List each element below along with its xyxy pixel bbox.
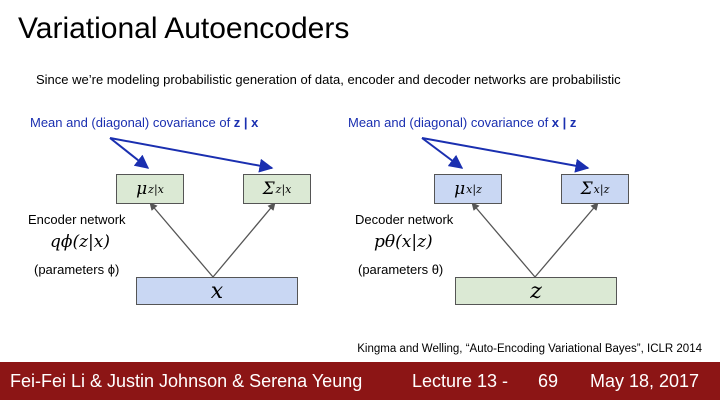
encoder-annotation-prefix: Mean and (diagonal) covariance of	[30, 115, 234, 130]
decoder-mu-sub: x|z	[466, 182, 482, 196]
footer-page-number: 69	[538, 371, 559, 391]
decoder-network-label: Decoder network	[355, 212, 454, 227]
decoder-annotation-var: x | z	[551, 115, 577, 130]
slide-subtitle: Since we’re modeling probabilistic gener…	[36, 72, 621, 87]
decoder-annotation-prefix: Mean and (diagonal) covariance of	[348, 115, 552, 130]
decoder-annotation-arrow-sigma	[421, 137, 590, 173]
citation: Kingma and Welling, “Auto-Encoding Varia…	[357, 343, 702, 355]
encoder-annotation-var: z | x	[233, 115, 259, 130]
footer-lecture: Lecture 13 -	[412, 371, 509, 391]
encoder-sigma-symbol: Σ	[262, 179, 275, 199]
footer-date: May 18, 2017	[590, 371, 700, 391]
encoder-input-label: x	[210, 278, 224, 304]
encoder-annotation-arrow-mu	[109, 137, 150, 169]
decoder-arrow-to-sigma	[534, 202, 599, 278]
decoder-sigma-sub: x|z	[593, 182, 610, 196]
encoder-sigma-sub: z|x	[275, 182, 292, 196]
decoder-params: (parameters θ)	[358, 262, 444, 277]
footer-authors: Fei-Fei Li & Justin Johnson & Serena Yeu…	[10, 371, 363, 391]
encoder-formula: qϕ(z|x)	[50, 232, 111, 252]
decoder-input-label: z	[530, 278, 542, 304]
decoder-mu-symbol: μ	[454, 179, 466, 199]
decoder-annotation-arrow-mu	[421, 137, 464, 169]
encoder-input-box: x	[136, 277, 298, 305]
footer-bar: Fei-Fei Li & Justin Johnson & Serena Yeu…	[0, 362, 720, 400]
encoder-mu-sub: z|x	[148, 182, 164, 196]
slide-title: Variational Autoencoders	[18, 12, 350, 45]
encoder-mu-symbol: μ	[136, 179, 148, 199]
decoder-formula: pθ(x|z)	[374, 232, 433, 252]
decoder-annotation: Mean and (diagonal) covariance of x | z	[348, 115, 576, 130]
decoder-arrow-to-mu	[471, 202, 536, 278]
encoder-annotation: Mean and (diagonal) covariance of z | x	[30, 115, 258, 130]
decoder-sigma-symbol: Σ	[580, 179, 593, 199]
decoder-input-box: z	[455, 277, 617, 305]
encoder-params: (parameters ϕ)	[34, 262, 120, 277]
encoder-network-label: Encoder network	[28, 212, 126, 227]
encoder-annotation-arrow-sigma	[109, 137, 274, 173]
encoder-arrow-to-mu	[149, 202, 214, 278]
encoder-arrow-to-sigma	[212, 202, 276, 278]
